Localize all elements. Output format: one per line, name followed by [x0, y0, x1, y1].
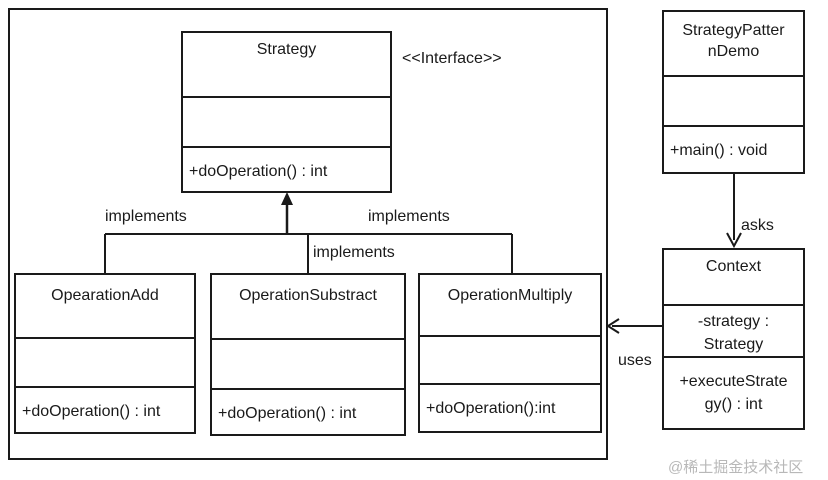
- operation-subtract-class: OperationSubstract +doOperation() : int: [210, 273, 406, 436]
- context-attributes: -strategy : Strategy: [664, 304, 803, 356]
- operation-add-method: +doOperation() : int: [16, 386, 194, 432]
- context-attr-line1: -strategy :: [697, 313, 770, 330]
- operation-subtract-name: OperationSubstract: [239, 287, 377, 304]
- context-method-line1: +executeStrate: [679, 373, 788, 390]
- strategy-class: Strategy +doOperation() : int: [181, 31, 392, 193]
- demo-name-line1: StrategyPatter: [682, 22, 785, 39]
- strategy-stereotype: <<Interface>>: [402, 50, 502, 67]
- context-method-line2: gy() : int: [704, 396, 763, 413]
- operation-add-class: OpearationAdd +doOperation() : int: [14, 273, 196, 434]
- uses-label: uses: [618, 352, 652, 369]
- implements-arrowhead: [281, 192, 293, 205]
- implements-label-mid: implements: [313, 244, 395, 261]
- context-methods: +executeStrate gy() : int: [664, 356, 803, 428]
- strategy-attributes: [183, 96, 390, 146]
- implements-label-left: implements: [105, 208, 187, 225]
- diagram-frame: [8, 8, 608, 460]
- strategy-method: +doOperation() : int: [183, 146, 390, 191]
- uses-arrowhead: [606, 318, 620, 334]
- operation-add-name: OpearationAdd: [51, 287, 159, 304]
- operation-multiply-attributes: [420, 335, 600, 383]
- operation-multiply-class: OperationMultiply +doOperation():int: [418, 273, 602, 433]
- asks-label: asks: [741, 217, 774, 234]
- strategy-name: Strategy: [256, 41, 317, 58]
- implements-label-right: implements: [368, 208, 450, 225]
- asks-arrowhead: [726, 232, 742, 249]
- operation-subtract-method: +doOperation() : int: [212, 388, 404, 434]
- operation-add-attributes: [16, 337, 194, 386]
- context-name: Context: [705, 258, 762, 275]
- demo-method: +main() : void: [664, 125, 803, 172]
- demo-name-line2: nDemo: [707, 43, 760, 60]
- demo-name: StrategyPatter nDemo: [664, 12, 803, 75]
- watermark: @稀土掘金技术社区: [668, 459, 804, 476]
- operation-multiply-name: OperationMultiply: [447, 287, 573, 304]
- demo-attributes: [664, 75, 803, 125]
- operation-multiply-method: +doOperation():int: [420, 383, 600, 431]
- context-attr-line2: Strategy: [703, 336, 764, 353]
- context-class: Context -strategy : Strategy +executeStr…: [662, 248, 805, 430]
- operation-subtract-attributes: [212, 338, 404, 388]
- strategy-pattern-demo-class: StrategyPatter nDemo +main() : void: [662, 10, 805, 174]
